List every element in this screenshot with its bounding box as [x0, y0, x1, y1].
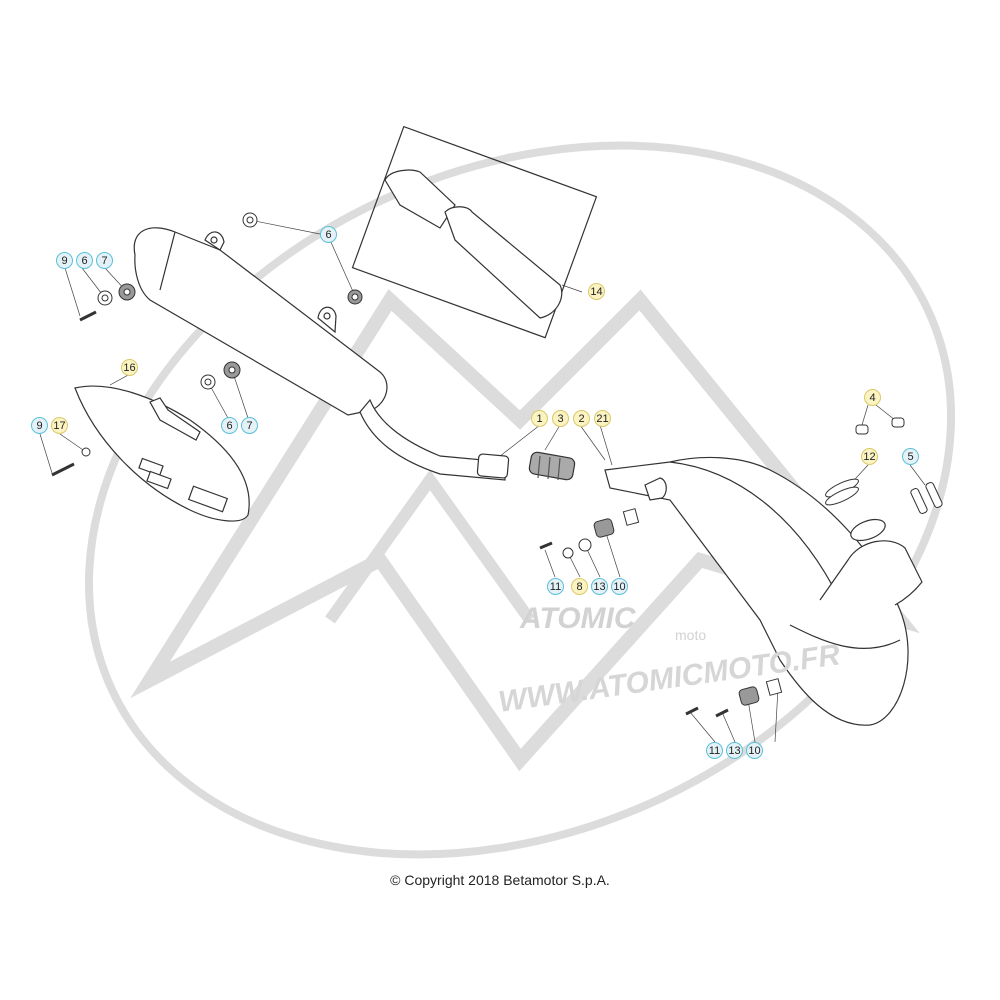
heat-shield [74, 385, 250, 522]
callout-3: 3 [552, 410, 569, 427]
watermark-brand: ATOMIC [519, 602, 637, 635]
callout-9-upper: 9 [56, 252, 73, 269]
silencer [133, 227, 510, 481]
callout-14: 14 [588, 283, 605, 300]
watermark-logo [84, 141, 956, 859]
callout-4: 4 [864, 389, 881, 406]
callout-7-upper: 7 [96, 252, 113, 269]
callout-11-mid: 11 [547, 578, 564, 595]
copyright-notice: © Copyright 2018 Betamotor S.p.A. [390, 872, 610, 888]
callout-8: 8 [571, 578, 588, 595]
callout-6-top: 6 [320, 226, 337, 243]
watermark-brand-sub: moto [675, 627, 706, 643]
rubber-coupler [528, 451, 576, 481]
callout-9-lower: 9 [31, 417, 48, 434]
callout-10-mid: 10 [611, 578, 628, 595]
expansion-chamber [604, 456, 923, 726]
watermark-url: WWW.ATOMICMOTO.FR [496, 638, 842, 719]
callout-1: 1 [531, 410, 548, 427]
callout-5: 5 [902, 448, 919, 465]
callout-17: 17 [51, 417, 68, 434]
packing-sleeve [351, 125, 598, 339]
callout-16: 16 [121, 359, 138, 376]
callout-10-bottom: 10 [746, 742, 763, 759]
hardware [51, 212, 943, 718]
callout-12: 12 [861, 448, 878, 465]
callout-6-upper: 6 [76, 252, 93, 269]
callout-21: 21 [594, 410, 611, 427]
callout-11-bottom: 11 [706, 742, 723, 759]
callout-6-lower: 6 [221, 417, 238, 434]
callout-2: 2 [573, 410, 590, 427]
callout-13-mid: 13 [591, 578, 608, 595]
callout-13-bottom: 13 [726, 742, 743, 759]
callout-7-lower: 7 [241, 417, 258, 434]
